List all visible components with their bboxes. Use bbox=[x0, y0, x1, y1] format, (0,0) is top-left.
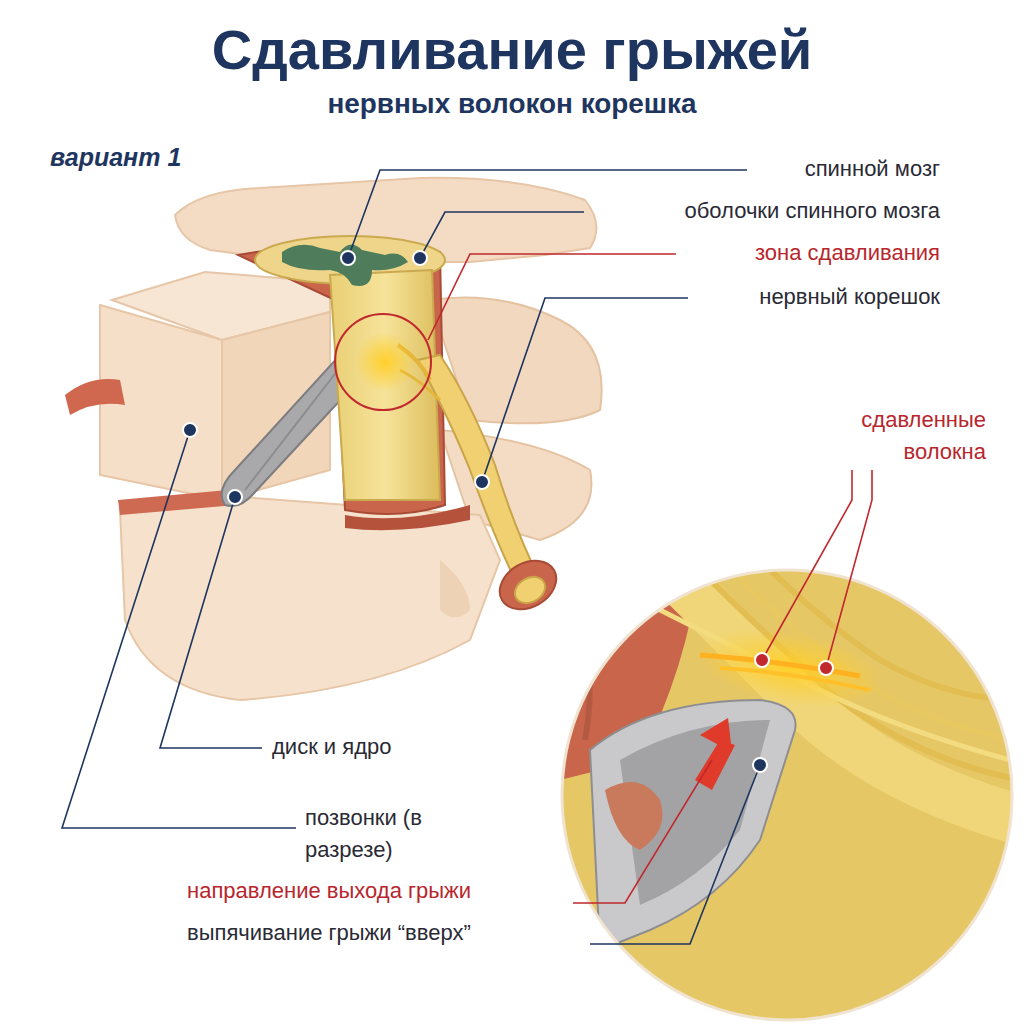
part-label: диск и ядро bbox=[272, 734, 392, 759]
zone-label: сдавленные волокна bbox=[811, 404, 986, 468]
variant-label: вариант 1 bbox=[50, 143, 181, 172]
note-label: выпячивание грыжи “вверх” bbox=[187, 920, 471, 945]
zone-label: зона сдавливания bbox=[755, 240, 940, 265]
note-label: направление выхода грыжи bbox=[187, 878, 471, 903]
part-label: оболочки спинного мозга bbox=[684, 198, 940, 223]
part-label: позвонки (в разрезе) bbox=[305, 802, 455, 866]
part-label: спинной мозг bbox=[805, 156, 940, 181]
title: Сдавливание грыжей bbox=[0, 18, 1024, 82]
part-label: нервный корешок bbox=[759, 284, 940, 309]
subtitle: нервных волокон корешка bbox=[0, 88, 1024, 120]
